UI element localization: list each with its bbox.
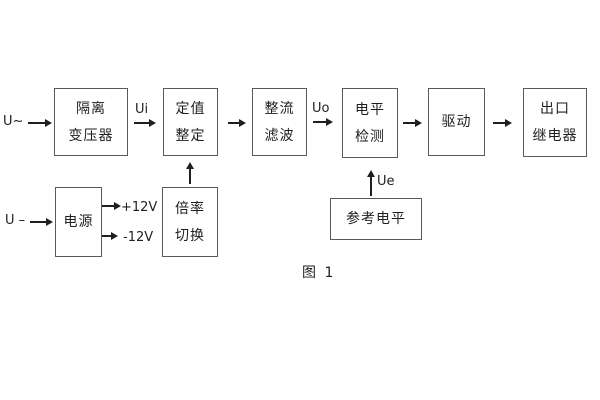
block-output-relay: 出口 继电器 [523,88,587,157]
block-label: 整流 [264,100,295,117]
block-label: 电平 [355,101,385,118]
block-label: 电源 [63,214,94,230]
block-label: 出口 [540,101,570,117]
block-label: 检测 [355,128,385,145]
arrow-minus-12v [102,232,118,240]
figure-caption: 图 1 [302,265,336,281]
label-ac-input: U~ [3,114,24,129]
arrow-rectifier-to-level [313,118,333,126]
block-label: 倍率 [175,200,205,217]
arrow-dc-input [30,218,53,226]
block-power-supply: 电源 [55,187,102,257]
block-label: 隔离 [76,100,106,117]
arrow-reference-to-level [367,170,375,196]
block-ratio-switching: 倍率 切换 [162,187,218,257]
block-rectifier-filter: 整流 滤波 [252,88,307,156]
block-label: 驱动 [441,114,472,130]
arrow-level-to-driver [403,119,422,127]
label-uo: Uo [312,101,330,116]
block-reference-level: 参考电平 [330,198,422,240]
block-label: 切换 [175,227,205,244]
label-ui: Ui [135,102,149,117]
arrow-setting-to-rectifier [228,119,246,127]
arrow-driver-to-relay [493,119,512,127]
block-label: 定值 [175,100,206,117]
block-setting-adjustment: 定值 整定 [163,88,218,156]
block-isolation-transformer: 隔离 变压器 [54,88,128,156]
block-label: 变压器 [68,127,114,144]
label-ue: Ue [377,174,395,189]
block-label: 继电器 [532,128,578,144]
arrow-transformer-to-setting [134,119,156,127]
arrow-ratio-to-setting [186,162,194,184]
arrow-plus-12v [102,202,121,210]
block-label: 参考电平 [346,211,406,227]
label-minus-12v: -12V [123,230,154,245]
label-plus-12v: +12V [121,200,158,215]
label-dc-input: U – [5,213,26,228]
block-driver: 驱动 [428,88,485,156]
block-level-detection: 电平 检测 [342,88,398,158]
arrow-ac-input [28,119,52,127]
block-label: 整定 [175,127,206,144]
block-label: 滤波 [264,127,295,144]
